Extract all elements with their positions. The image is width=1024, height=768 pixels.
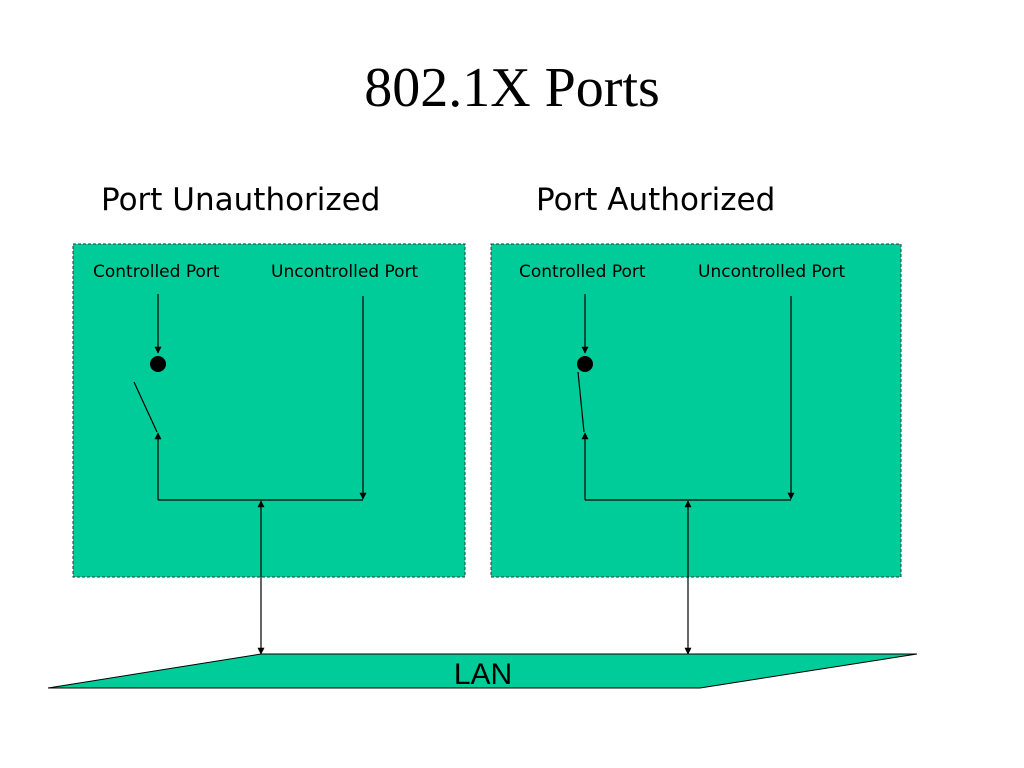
lan-segment: LAN	[47, 653, 918, 691]
switch-contact	[150, 356, 166, 372]
switch-contact	[577, 356, 593, 372]
switch-lever-closed	[577, 371, 585, 433]
lan-label: LAN	[454, 658, 512, 691]
uncontrolled-port-label: Uncontrolled Port	[271, 262, 419, 282]
lan-shape	[47, 653, 918, 689]
controlled-port-label: Controlled Port	[93, 262, 220, 282]
panel-heading-authorized: Port Authorized	[536, 182, 776, 218]
panel-box	[72, 243, 466, 578]
controlled-port-label: Controlled Port	[519, 262, 646, 282]
panel-heading-unauthorized: Port Unauthorized	[101, 182, 381, 218]
panel-box	[490, 243, 902, 578]
uncontrolled-port-label: Uncontrolled Port	[698, 262, 846, 282]
panel-unauthorized: Controlled Port Uncontrolled Port	[72, 243, 466, 578]
slide-title: 802.1X Ports	[364, 57, 660, 119]
switch-lever-open	[133, 381, 158, 433]
panel-authorized: Controlled Port Uncontrolled Port	[490, 243, 902, 578]
